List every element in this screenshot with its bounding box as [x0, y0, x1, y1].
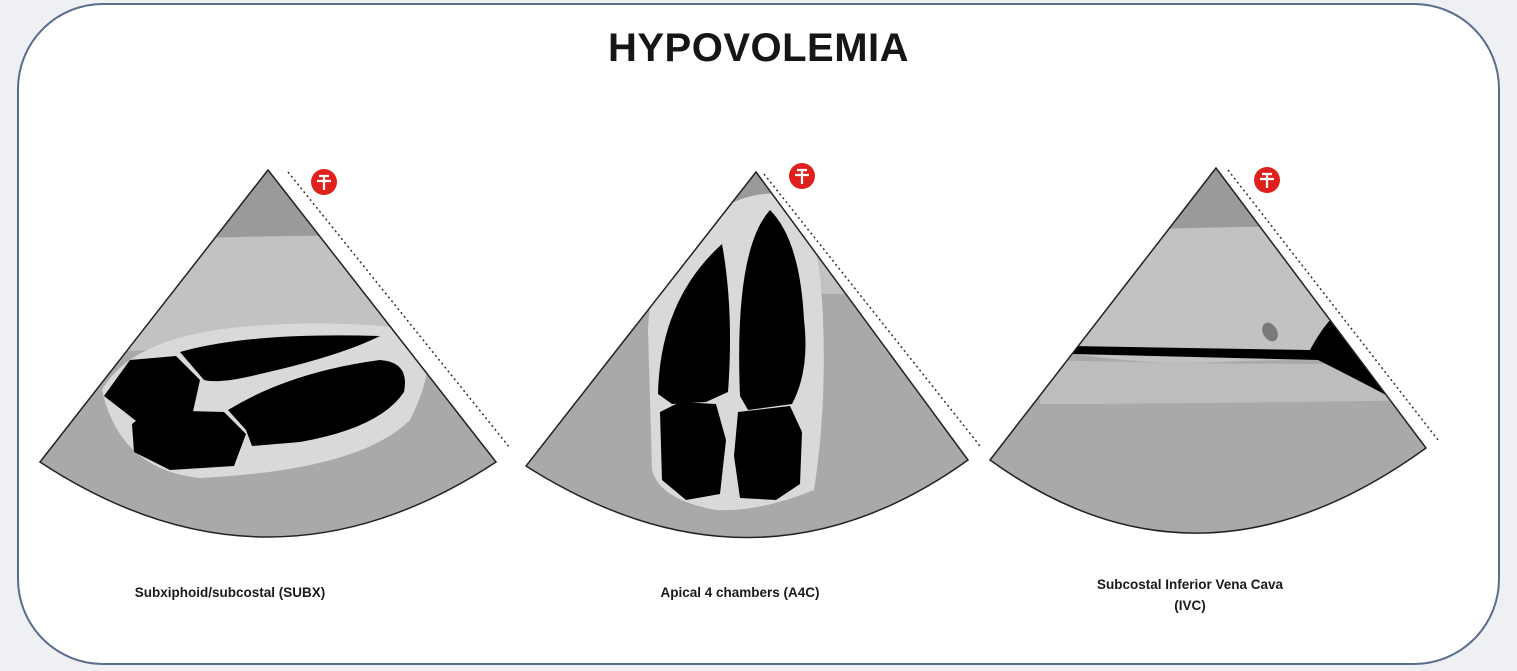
probe-orientation-marker-icon	[1254, 167, 1280, 193]
subx-caption: Subxiphoid/subcostal (SUBX)	[60, 582, 400, 603]
probe-orientation-marker-icon	[789, 163, 815, 189]
ivc-caption-line1: Subcostal Inferior Vena Cava	[1010, 574, 1370, 595]
a4c-right-atrium	[660, 402, 726, 500]
a4c-caption: Apical 4 chambers (A4C)	[560, 582, 920, 603]
probe-orientation-marker-icon	[311, 169, 337, 195]
ivc-caption: Subcostal Inferior Vena Cava (IVC)	[1010, 574, 1370, 616]
a4c-left-atrium	[734, 406, 802, 500]
diagram-title: HYPOVOLEMIA	[0, 26, 1517, 71]
ivc-caption-line2: (IVC)	[1010, 595, 1370, 616]
